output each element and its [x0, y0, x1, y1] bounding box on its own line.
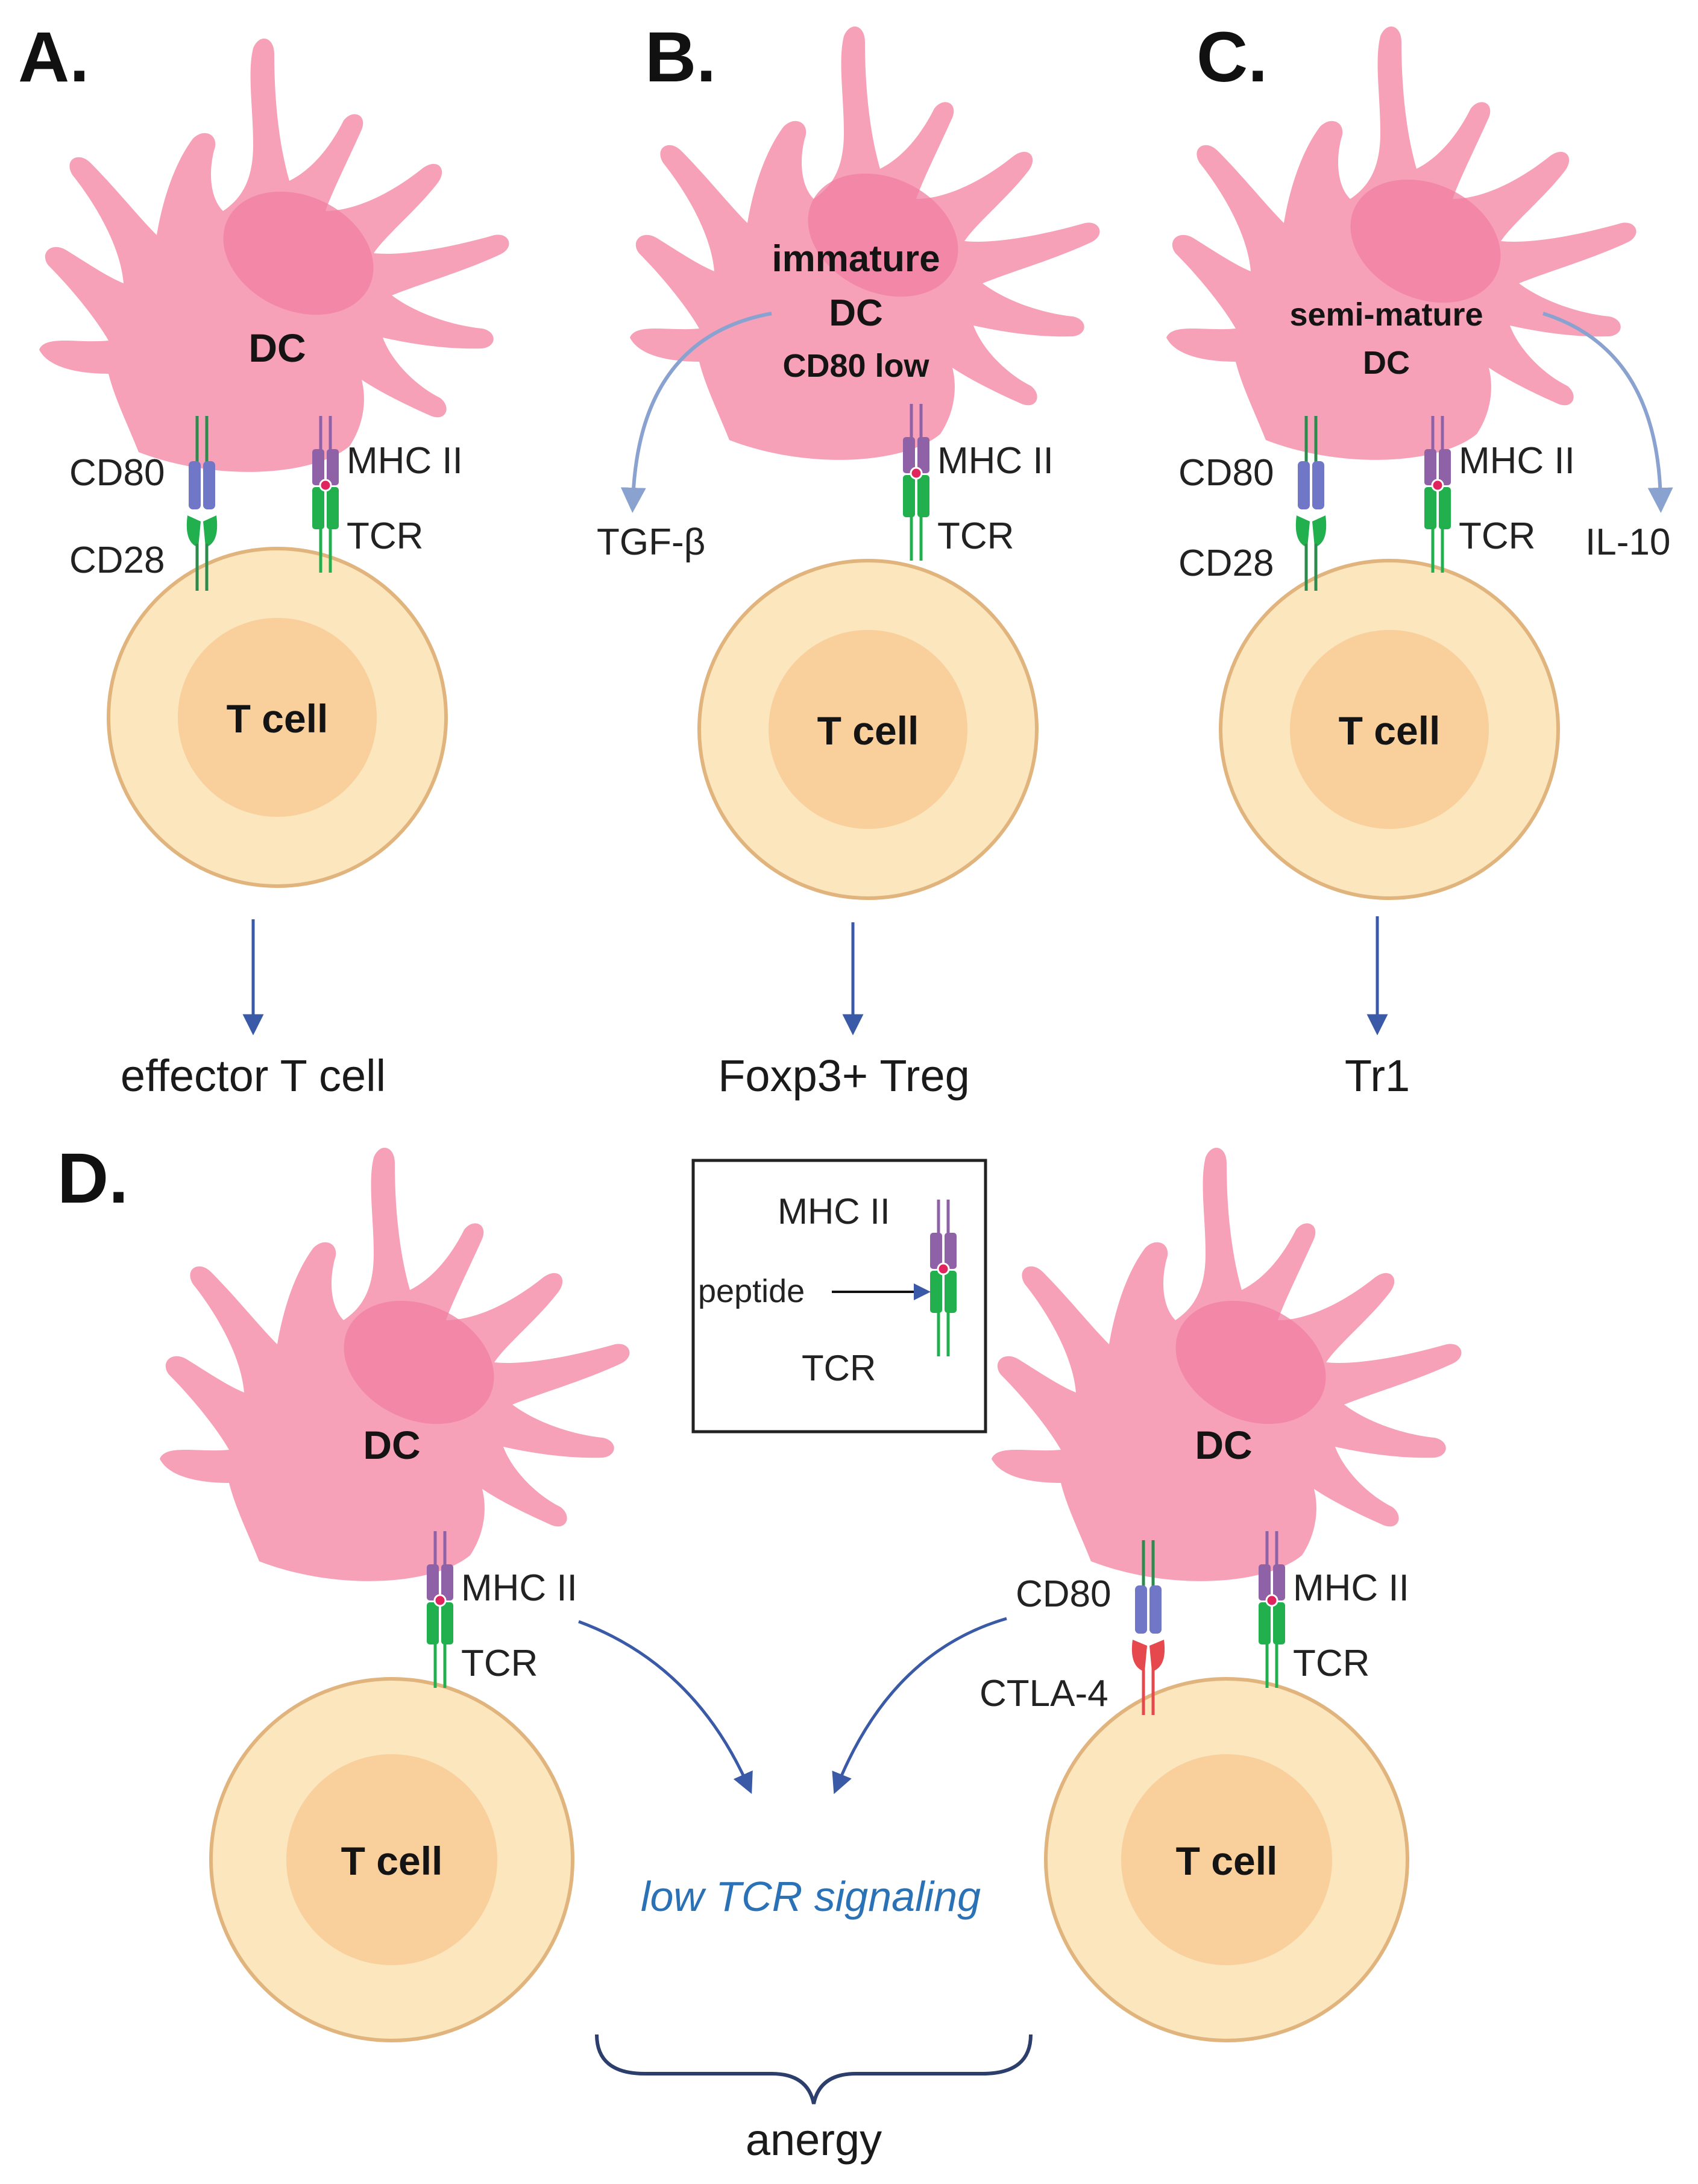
outcome-c: Tr1	[1345, 1051, 1410, 1101]
cd80-label-a: CD80	[69, 452, 165, 494]
cd28-label-a: CD28	[69, 540, 165, 581]
mhc-label-a: MHC II	[347, 440, 463, 482]
tgf-label: TGF-β	[597, 521, 705, 563]
legend-peptide-label: peptide	[698, 1273, 805, 1309]
tcell-b: T cell	[697, 559, 1039, 900]
ctla4-label-d-right: CTLA-4	[979, 1673, 1108, 1714]
dc-d-left-label: DC	[363, 1423, 420, 1467]
panel-b: B. T cell immature DC CD80 low MHC II TC…	[597, 17, 1100, 1101]
cd28-label-c: CD28	[1178, 543, 1274, 584]
tcell-b-label: T cell	[817, 708, 919, 753]
tcr-label-d-right: TCR	[1293, 1643, 1369, 1684]
outcome-a: effector T cell	[121, 1051, 386, 1101]
tcr-label-d-left: TCR	[461, 1643, 538, 1684]
mhc-label-d-right: MHC II	[1293, 1567, 1409, 1609]
dc-c-line1: semi-mature	[1289, 297, 1483, 333]
tcr-label-a: TCR	[347, 515, 423, 557]
panel-letter-c: C.	[1196, 17, 1268, 97]
dc-a-label: DC	[248, 326, 306, 370]
dc-b: immature DC CD80 low	[630, 26, 1100, 460]
signal-label: low TCR signaling	[641, 1873, 981, 1920]
legend-mhc-label: MHC II	[778, 1191, 890, 1232]
mhc-label-c: MHC II	[1459, 440, 1575, 482]
dc-b-line3: CD80 low	[782, 348, 929, 384]
tcr-label-c: TCR	[1459, 515, 1535, 557]
legend-box: MHC II peptide TCR	[691, 1159, 987, 1433]
tcell-d-right-label: T cell	[1176, 1839, 1278, 1883]
dc-c: semi-mature DC	[1166, 26, 1637, 460]
dc-a: DC	[39, 38, 509, 472]
cd80-label-c: CD80	[1178, 452, 1274, 494]
arrow-tgf	[620, 312, 772, 513]
tcell-d-left-label: T cell	[341, 1839, 443, 1883]
tcell-d-right: T cell	[1044, 1677, 1409, 2042]
il10-label: IL-10	[1585, 521, 1670, 563]
anergy-brace	[595, 2034, 1033, 2104]
tcell-a: T cell	[107, 547, 448, 888]
cd80-label-d-right: CD80	[1016, 1573, 1112, 1615]
dc-d-right: DC	[992, 1147, 1462, 1581]
dc-d-right-label: DC	[1195, 1423, 1252, 1467]
arrow-il10	[1542, 312, 1673, 513]
dc-b-line2: DC	[829, 292, 883, 334]
tcell-c: T cell	[1219, 559, 1560, 900]
tcell-a-label: T cell	[227, 696, 329, 741]
dc-c-line2: DC	[1363, 345, 1410, 381]
arrow-d-left	[578, 1620, 753, 1794]
tcr-label-b: TCR	[937, 515, 1014, 557]
tcell-c-label: T cell	[1339, 708, 1441, 753]
arrow-d-right	[832, 1617, 1007, 1795]
panel-letter-d: D.	[57, 1139, 128, 1218]
tcell-d-left: T cell	[209, 1677, 574, 2042]
panel-c: C. T cell semi-mature DC CD80 CD28 MHC I…	[1166, 17, 1673, 1101]
dc-d-left: DC	[160, 1147, 630, 1581]
panel-letter-b: B.	[645, 17, 716, 97]
panel-a: A. T cell DC CD80 CD28 MHC II TCR effect…	[18, 17, 509, 1101]
mhc-label-d-left: MHC II	[461, 1567, 577, 1609]
panel-d: D. T cell DC MHC II TCR T cell DC CD80	[57, 1139, 1462, 2165]
outcome-d: anergy	[746, 2115, 882, 2165]
legend-tcr-label: TCR	[802, 1348, 876, 1388]
panel-letter-a: A.	[18, 17, 89, 97]
outcome-b: Foxp3+ Treg	[718, 1051, 970, 1101]
dc-b-line1: immature	[772, 238, 940, 280]
mhc-label-b: MHC II	[937, 440, 1054, 482]
